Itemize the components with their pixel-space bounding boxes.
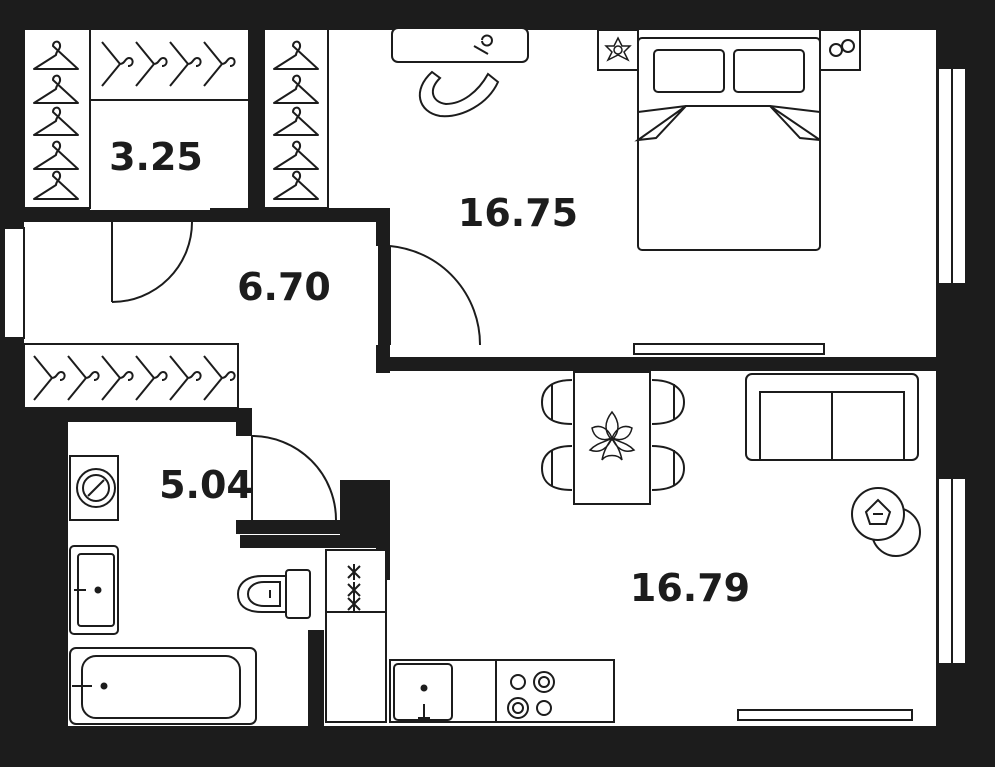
hanger-icon: [135, 355, 168, 401]
washing-machine-icon: [69, 455, 119, 521]
bathtub-icon: [69, 647, 257, 725]
room-area-kitchen-living: 16.79: [630, 566, 750, 610]
hanger-icon: [101, 355, 134, 401]
hanger-icon: [33, 355, 66, 401]
hanger-icon: [33, 40, 319, 401]
hanger-icon: [273, 74, 319, 104]
dining-table-icon: [540, 371, 686, 505]
window-icon: [3, 67, 967, 665]
hanger-icon: [33, 106, 79, 136]
hanger-icon: [169, 355, 202, 401]
toilet-icon: [236, 569, 311, 619]
room-area-bedroom: 16.75: [458, 191, 578, 235]
hanger-icon: [33, 170, 79, 200]
hanger-icon: [203, 41, 236, 87]
bed-icon: [634, 37, 821, 251]
hanger-icon: [169, 41, 202, 87]
desk-icon: [391, 27, 529, 63]
hanger-icon: [67, 355, 100, 401]
hanger-icon: [33, 40, 79, 70]
nightstand-icon: [597, 29, 861, 71]
hob-marks: [347, 564, 361, 612]
room-area-wardrobe: 3.25: [109, 135, 203, 179]
armchair-icon: [851, 487, 921, 557]
chair-icon: [418, 70, 500, 118]
hanger-icon: [33, 140, 79, 170]
room-area-hall: 6.70: [237, 265, 331, 309]
door-icon: [111, 221, 482, 521]
sofa-icon: [745, 373, 919, 461]
sink-icon: [69, 545, 119, 635]
wardrobe-outline: [23, 30, 329, 409]
hanger-icon: [273, 140, 319, 170]
interior-walls: [24, 30, 936, 726]
hanger-icon: [33, 74, 79, 104]
hanger-icon: [101, 41, 134, 87]
flower-icon: [604, 36, 632, 62]
hanger-icon: [273, 40, 319, 70]
radiator-icon: [633, 343, 913, 721]
room-area-bathroom: 5.04: [159, 463, 253, 507]
hanger-icon: [135, 41, 168, 87]
kitchen-sink-icon: [393, 663, 453, 721]
hanger-icon: [203, 355, 236, 401]
hanger-icon: [273, 170, 319, 200]
hanger-icon: [273, 106, 319, 136]
